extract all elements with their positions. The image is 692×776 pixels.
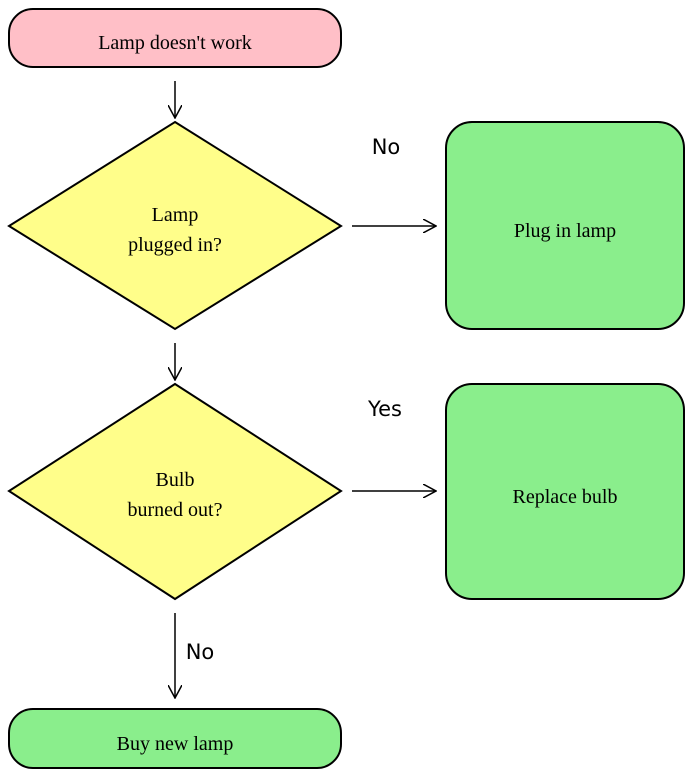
edge-label-plugged-no: No <box>372 135 401 159</box>
decision-bulb-line1: Bulb <box>156 469 195 491</box>
decision-plugged-line2: plugged in? <box>128 234 222 256</box>
action-replace-bulb-label: Replace bulb <box>513 486 618 508</box>
action-replace-bulb: Replace bulb <box>445 383 685 600</box>
decision-plugged-shape <box>7 120 343 331</box>
edge-label-bulb-yes: Yes <box>367 397 402 421</box>
edge-label-bulb-no: No <box>186 640 215 664</box>
action-plug-in: Plug in lamp <box>445 121 685 330</box>
decision-bulb-line2: burned out? <box>128 499 223 521</box>
start-shape <box>8 8 342 68</box>
decision-bulb: Bulb burned out? <box>7 382 343 601</box>
end-node: Buy new lamp <box>8 708 342 769</box>
start-label: Lamp doesn't work <box>98 32 252 54</box>
decision-plugged-line1: Lamp <box>152 204 199 226</box>
end-shape <box>8 708 342 769</box>
action-plug-in-label: Plug in lamp <box>514 220 616 242</box>
action-plug-in-shape <box>445 121 685 330</box>
start-node: Lamp doesn't work <box>8 8 342 68</box>
decision-plugged-in: Lamp plugged in? <box>7 120 343 331</box>
action-replace-bulb-shape <box>445 383 685 600</box>
decision-bulb-shape <box>7 382 343 601</box>
end-label: Buy new lamp <box>117 733 234 755</box>
